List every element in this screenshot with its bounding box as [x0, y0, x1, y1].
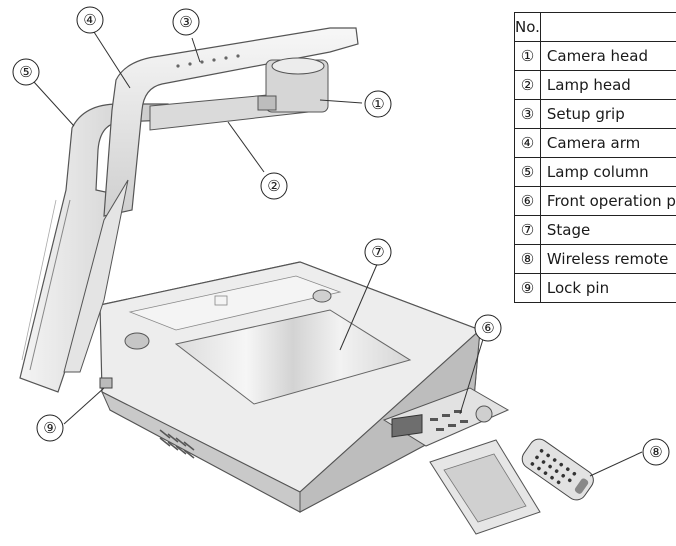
- svg-text:⑤: ⑤: [19, 63, 32, 81]
- row-number: ⑥: [514, 186, 541, 216]
- part-name: Camera arm: [539, 128, 676, 158]
- callout-leaders: [33, 31, 643, 477]
- part-name: Lamp head: [539, 70, 676, 100]
- callout-6: ⑥: [474, 314, 502, 342]
- svg-text:⑥: ⑥: [481, 319, 494, 337]
- callout-8: ⑧: [642, 438, 670, 466]
- part-name: Camera head: [539, 41, 676, 71]
- wireless-remote: [521, 438, 594, 501]
- stage-glass: [174, 309, 412, 405]
- part-name: Wireless remote: [539, 244, 676, 274]
- camera-arm: [103, 27, 359, 217]
- row-number: ⑨: [514, 273, 541, 303]
- row-number: ①: [514, 41, 541, 71]
- svg-text:⑧: ⑧: [649, 443, 662, 461]
- callout-7: ⑦: [364, 238, 392, 266]
- row-number: ⑦: [514, 215, 541, 245]
- part-name: Stage: [539, 215, 676, 245]
- part-name: Lock pin: [539, 273, 676, 303]
- svg-text:④: ④: [83, 11, 96, 29]
- column-header-no: No.: [514, 12, 541, 42]
- callout-1: ①: [364, 90, 392, 118]
- row-number: ④: [514, 128, 541, 158]
- svg-text:⑨: ⑨: [43, 419, 56, 437]
- callout-9: ⑨: [36, 414, 64, 442]
- row-number: ②: [514, 70, 541, 100]
- part-name: Front operation panel: [539, 186, 676, 216]
- svg-text:①: ①: [371, 95, 384, 113]
- row-number: ③: [514, 99, 541, 129]
- callout-5: ⑤: [12, 58, 40, 86]
- row-number: ⑤: [514, 157, 541, 187]
- row-number: ⑧: [514, 244, 541, 274]
- callout-4: ④: [76, 6, 104, 34]
- callout-2: ②: [260, 172, 288, 200]
- svg-text:⑦: ⑦: [371, 243, 384, 261]
- setup-grip: [176, 54, 240, 68]
- part-name: Lamp column: [539, 157, 676, 187]
- lock-pin: [99, 377, 113, 389]
- callout-3: ③: [172, 8, 200, 36]
- svg-text:②: ②: [267, 177, 280, 195]
- part-name: Setup grip: [539, 99, 676, 129]
- column-header-name: [539, 12, 676, 42]
- svg-text:③: ③: [179, 13, 192, 31]
- front-operation-panel: [382, 387, 510, 447]
- camera-head: [257, 57, 329, 113]
- table-header-row: No.: [514, 12, 676, 42]
